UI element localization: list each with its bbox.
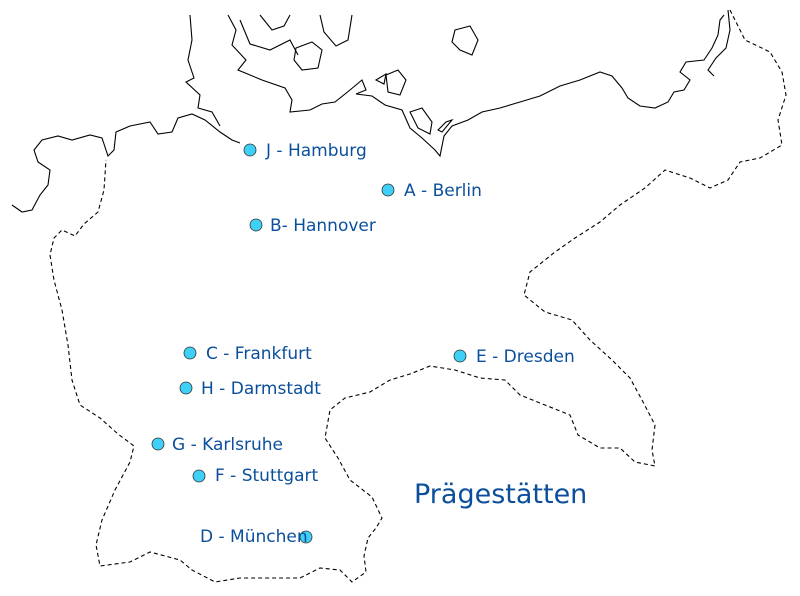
border [49, 9, 787, 583]
mint-marker[interactable] [151, 437, 165, 451]
mint-E-dresden[interactable]: E - Dresden [453, 347, 575, 367]
mint-marker[interactable] [192, 469, 206, 483]
mint-J-hamburg[interactable]: J - Hamburg [243, 141, 367, 161]
mint-marker[interactable] [249, 218, 263, 232]
mint-label: C - Frankfurt [206, 344, 312, 364]
mint-marker[interactable] [381, 183, 395, 197]
mint-label: G - Karlsruhe [172, 435, 283, 455]
mint-label: E - Dresden [476, 347, 575, 367]
mint-B-hannover[interactable]: B- Hannover [249, 216, 376, 236]
mint-label: D - München [200, 527, 308, 547]
mint-marker[interactable] [453, 349, 467, 363]
mint-label: A - Berlin [404, 181, 482, 201]
map-title: Prägestätten [414, 479, 587, 510]
mint-label: H - Darmstadt [201, 379, 321, 399]
mint-marker[interactable] [183, 346, 197, 360]
mint-label: B- Hannover [270, 216, 376, 236]
mint-C-frankfurt[interactable]: C - Frankfurt [183, 344, 312, 364]
mint-marker[interactable] [179, 381, 193, 395]
mint-marker[interactable] [299, 530, 313, 544]
mint-G-karlsruhe[interactable]: G - Karlsruhe [151, 435, 283, 455]
mint-label: J - Hamburg [265, 141, 367, 161]
mint-H-darmstadt[interactable]: H - Darmstadt [179, 379, 321, 399]
mint-marker[interactable] [243, 143, 257, 157]
mint-D-muenchen[interactable]: D - München [200, 527, 313, 547]
mint-label: F - Stuttgart [215, 466, 318, 486]
coastline [11, 9, 731, 213]
mint-A-berlin[interactable]: A - Berlin [381, 181, 482, 201]
mint-F-stuttgart[interactable]: F - Stuttgart [192, 466, 318, 486]
